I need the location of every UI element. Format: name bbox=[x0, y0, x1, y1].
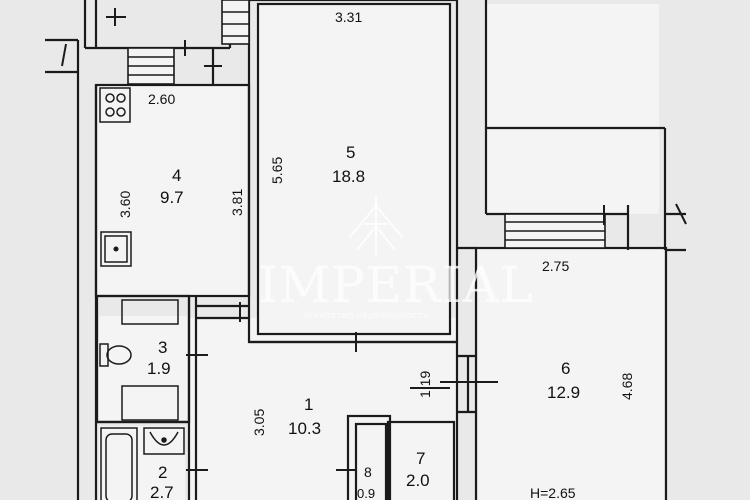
room-8-area: 0.9 bbox=[357, 486, 375, 500]
room-6-number: 6 bbox=[561, 359, 570, 378]
room-1-area: 10.3 bbox=[288, 419, 321, 438]
room-3-number: 3 bbox=[158, 338, 167, 357]
fixtures bbox=[99, 87, 185, 500]
room-2-area: 2.7 bbox=[150, 483, 174, 500]
dim-room6-width: 2.75 bbox=[542, 258, 569, 274]
room7-walls bbox=[386, 420, 456, 500]
windows bbox=[127, 0, 606, 249]
room-6-area: 12.9 bbox=[547, 383, 580, 402]
room-1-number: 1 bbox=[304, 395, 313, 414]
room-2-number: 2 bbox=[158, 463, 167, 482]
door-marks bbox=[61, 8, 687, 471]
watermark: IMPERIAL АГЕНТСТВО НЕДВИЖИМОСТИ bbox=[258, 196, 534, 320]
room-4-number: 4 bbox=[172, 166, 181, 185]
room-7-area: 2.0 bbox=[406, 471, 430, 490]
window-room5 bbox=[221, 0, 250, 45]
room-fills bbox=[97, 4, 664, 500]
room-4-area: 9.7 bbox=[160, 188, 184, 207]
room-5-number: 5 bbox=[346, 143, 355, 162]
room-7-number: 7 bbox=[416, 449, 425, 468]
dim-room4-height: 3.60 bbox=[117, 191, 133, 218]
watermark-brand: IMPERIAL bbox=[258, 256, 534, 314]
dim-room4-right-height: 3.81 bbox=[229, 189, 245, 216]
room-labels: 4 9.7 5 18.8 6 12.9 3 1.9 1 10.3 7 2.0 2… bbox=[147, 143, 580, 500]
kitchen-sink-icon bbox=[100, 231, 132, 267]
watermark-tagline: АГЕНТСТВО НЕДВИЖИМОСТИ bbox=[304, 311, 429, 320]
toilet-icon bbox=[99, 343, 132, 367]
room8-walls bbox=[346, 414, 392, 500]
dim-room1-height: 3.05 bbox=[251, 409, 267, 436]
dim-room4-width: 2.60 bbox=[148, 91, 175, 107]
room5-inner-wall bbox=[256, 2, 452, 336]
imperial-logo-icon bbox=[348, 196, 404, 256]
ceiling-height: H=2.65 bbox=[530, 485, 576, 500]
bathroom-sink-icon bbox=[143, 427, 185, 455]
dim-corridor-gap: 1.19 bbox=[417, 371, 433, 398]
dim-room5-height: 5.65 bbox=[269, 157, 285, 184]
room-5-area: 18.8 bbox=[332, 167, 365, 186]
washbasin-icon bbox=[121, 299, 179, 325]
cabinet-icon bbox=[121, 385, 179, 421]
dim-room6-height: 4.68 bbox=[619, 373, 635, 400]
stove-icon bbox=[99, 87, 131, 123]
dimension-labels: 3.31 2.60 3.60 3.81 5.65 2.75 4.68 1.19 … bbox=[117, 9, 635, 436]
room-8-number: 8 bbox=[364, 464, 372, 480]
dim-room5-width: 3.31 bbox=[335, 9, 362, 25]
bathtub-icon bbox=[100, 427, 138, 500]
room-3-area: 1.9 bbox=[147, 359, 171, 378]
